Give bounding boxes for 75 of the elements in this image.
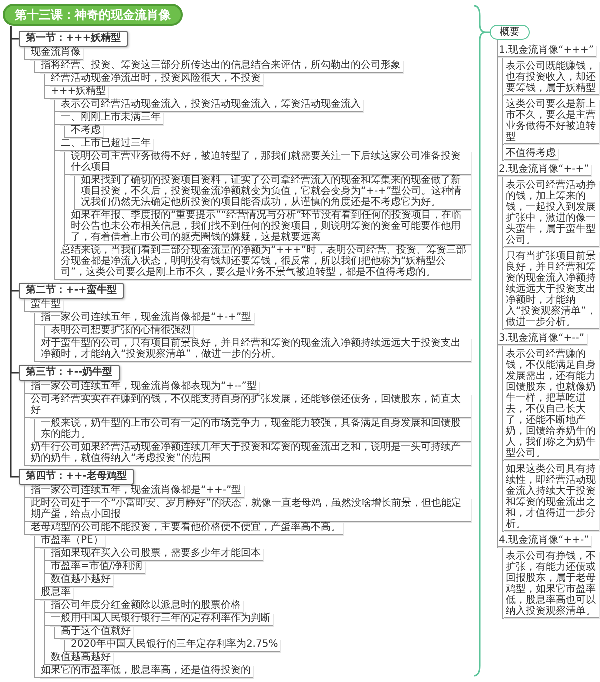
connector-line [24, 484, 30, 535]
connector-line [34, 60, 40, 73]
subtopic-text: 不值得考虑 [504, 148, 558, 160]
subtopic-text: 表示公司经营活动挣的钱，加上筹来的钱，一起投入到发展扩张中，激进的像一头蛮牛，属于蛮牛型公司。 [504, 180, 599, 247]
connector-line [34, 312, 40, 362]
connector-line [44, 548, 50, 587]
subtopic-text: 表明公司想要扩张的心情很强烈 [49, 325, 193, 338]
subtopic-text: 如果它的市盈率低，股息率高，还是值得投资的 [39, 665, 253, 678]
subtopic-text: 2.现金流肖像“+-+” [497, 164, 592, 176]
subtopic-text: 不考虑 [69, 125, 103, 138]
subtopic-text: 奶牛行公司如果经营活动现金净额连续几年大于投资和筹资的现金流出之和，说明是一头可持续产奶的奶牛，就值得纳入“考虑投资”的范围 [29, 442, 471, 466]
subtopic-text: 4.现金流肖像“++-” [497, 534, 592, 547]
connector-line [502, 548, 504, 619]
connector-line [34, 534, 40, 678]
subtopic-text: 表示公司经营活动现金流入，投资活动现金流入，筹资活动现金流入 [59, 99, 363, 112]
subtopic-text: 老母鸡型的公司能不能投资，主要看他价格便不便宜，产蛋率高不高。 [29, 522, 343, 534]
connector-line [74, 174, 80, 210]
section-topic: 第二节：+-+蛮牛型 [19, 283, 124, 299]
subtopic-text: 这类公司要么是新上市不久，要么是主营业务做得不好被迫转型 [504, 98, 599, 144]
connector-line [34, 418, 40, 442]
subtopic-text: 数值越小越好 [49, 574, 113, 586]
connector-line [24, 46, 30, 60]
section-topic: 第三节：+--奶牛型 [19, 365, 120, 381]
subtopic-text: 现金流肖像 [29, 47, 83, 60]
connector-line [24, 380, 30, 466]
connector-line [10, 26, 19, 478]
subtopic-text: 表示公司有挣钱，不扩张，有能力还债或回报股东，属于老母鸡型，如果它市盈率低，股息率高也可以纳入投资观察清单。 [504, 550, 599, 618]
subtopic-text: 如果在年报、季度报的“重要提示”“经营情况与分析”环节没有看到任何的投资项目，在临时公告也未公布相关信息，我们找不到任何的投资项目，则说明筹资的资金可能要作他用了，有着借着上市公司的躯壳圈钱的嫌疑，这是就要远离 [69, 210, 471, 244]
subtopic-text: 股息率 [39, 587, 73, 600]
connector-line [502, 176, 504, 330]
subtopic-text: 此时公司处于一个“小富即安、岁月静好”的状态，就像一直老母鸡，虽然没啥增长前景，但也能定期产蛋，给点小回报 [29, 498, 471, 522]
subtopic-text: 市盈率（PE） [39, 535, 106, 548]
subtopic-text: 高于这个值就好 [59, 626, 133, 638]
subtopic-text: 经营活动现金净流出时，投资风险很大，不投资 [49, 73, 263, 86]
subtopic-text: 总结来说，当我们看到三部分现金流量的净额为“+++”时，表明公司经营、投资、筹资三部分现金都是净流入状态，明明没有钱却还要筹钱，很反常，所以我们把他称为“妖精型公司”，这类公司要么是刚上市不久，要么是业务不景气被迫转型，都是不值得考虑的。 [59, 245, 471, 280]
subtopic-text: 3.现金流肖像“+--” [497, 332, 586, 345]
subtopic-text: 说明公司主营业务做得不好，被迫转型了，那我们就需要关注一下后续这家公司准备投资什么项目 [69, 151, 471, 174]
subtopic-text: 一、刚刚上市未满三年 [59, 112, 163, 124]
connector-line [24, 298, 30, 312]
subtopic-text: 如果这类公司具有持续性，即经营活动现金流入持续大于投资和筹资的现金流出之和，才值得进一步分析。 [504, 464, 599, 531]
connector-line [64, 124, 70, 138]
section-topic: 第四节：++-老母鸡型 [19, 469, 134, 485]
subtopic-text: 市盈率=市值/净利润 [49, 561, 145, 574]
subtopic-text: 一般用中国人民银行银行三年的定存利率作为判断 [49, 613, 273, 626]
section-topic: 第一节：+++妖精型 [19, 31, 128, 47]
summary-topic: 概要 [490, 24, 530, 40]
subtopic-text: 2020年中国人民银行的三年定存利率为2.75% [69, 639, 280, 652]
connector-line [44, 600, 50, 665]
connector-line [54, 626, 60, 639]
connector-line [64, 638, 70, 652]
subtopic-text: 蛮牛型 [29, 299, 63, 312]
subtopic-text: 表示公司经营赚的钱，不仅能满足自身发展需出，还有能力回馈股东，也就像奶牛一样，把草吃进去，不仅自己长大了，还能不断地产奶，回馈给养奶牛的人，我们称之为奶牛型公司。 [504, 348, 599, 460]
subtopic-text: 数值越高越好 [49, 652, 113, 664]
connector-line [54, 98, 60, 280]
subtopic-text: +++妖精型 [49, 86, 108, 98]
connector-line [44, 72, 50, 99]
subtopic-text: 指如果现在买入公司股票，需要多少年才能回本 [49, 548, 263, 560]
subtopic-text: 指一家公司连续五年，现金流肖像都是“++-”型 [29, 485, 244, 498]
connector-line [502, 346, 504, 532]
connector-line [44, 324, 50, 338]
subtopic-text: 指一家公司连续五年，现金流肖像都表现为“+--”型 [29, 381, 259, 394]
subtopic-text: 一般来说，奶牛型的上市公司有一定的市场竞争力，现金能力较强，具备满足自身发展和回馈股东的能力。 [39, 418, 471, 442]
subtopic-text: 二、上市已超过三年 [59, 138, 153, 150]
subtopic-text: 指将经营、投资、筹资这三部分所传达出的信息结合来评估，所勾勒出的公司形象 [39, 60, 403, 72]
subtopic-text: 对于蛮牛型的公司，只有项目前景良好，并且经营和筹资的现金流入净额持续远远大于投资支出净额时，才能纳入“投资观察清单”，做进一步的分析。 [39, 338, 471, 362]
subtopic-text: 只有当扩张项目前景良好，并且经营和筹资的现金流入净额持续远远大于投资支出净额时，才能纳入“投资观察清单”，做进一步分析。 [504, 250, 599, 329]
subtopic-text: 公司考经营实实在在赚到的钱，不仅能支持自身的扩张发展，还能够偿还债务，回馈股东，简直太好 [29, 394, 471, 418]
connector-line [502, 58, 504, 161]
central-topic: 第十三课：神奇的现金流肖像 [3, 4, 183, 26]
subtopic-text: 1.现金流肖像“+++” [497, 44, 596, 57]
subtopic-text: 如果找到了确切的投资项目资料，证实了公司拿经营流入的现金和筹集来的现金做了新项目投资，不久后，投资现金流净额就变为负值，它就会变身为“+-+”型公司。这种情况我们仍然无法确定他所投资的项目能否成功，从谨慎的角度还是不考虑它为好。 [79, 175, 471, 210]
subtopic-text: 指公司年度分红金额除以派息时的股票价格 [49, 600, 243, 612]
connector-line [64, 150, 70, 245]
subtopic-text: 指一家公司连续五年，现金流肖像都是“+-+”型 [39, 312, 254, 324]
subtopic-text: 表示公司既能赚钱，也有投资收入，却还要筹钱，属于妖精型 [504, 60, 599, 95]
